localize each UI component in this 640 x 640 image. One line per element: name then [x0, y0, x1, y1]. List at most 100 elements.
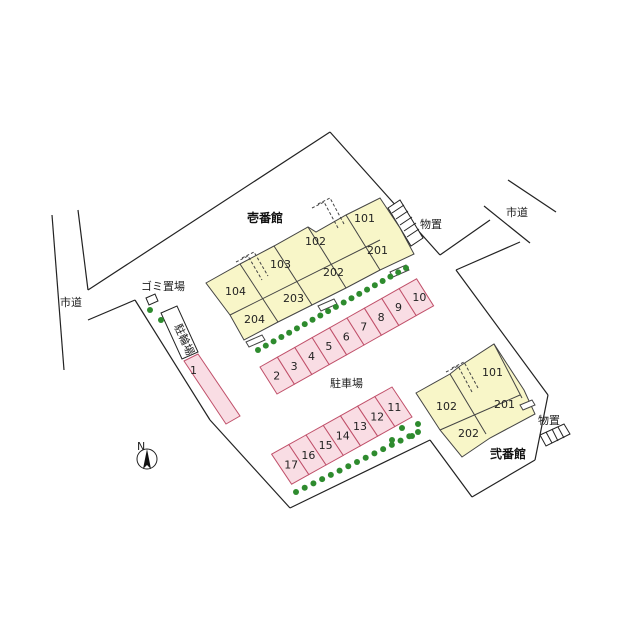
- parking-stall-shape: [270, 443, 310, 485]
- tree-icon: [348, 295, 355, 302]
- tree-icon: [395, 269, 402, 276]
- unit-b1-202: 202: [323, 266, 344, 279]
- tree-icon: [301, 484, 308, 491]
- tree-icon: [387, 273, 394, 280]
- parking-stall-number: 12: [370, 410, 384, 423]
- parking-stall-number: 15: [319, 439, 333, 452]
- tree-icon: [371, 282, 378, 289]
- tree-icon: [319, 476, 326, 483]
- tree-icon: [332, 303, 339, 310]
- tree-icon: [262, 342, 269, 349]
- unit-b1-204: 204: [244, 313, 265, 326]
- tree-icon: [345, 463, 352, 470]
- tree-icon: [356, 290, 363, 297]
- parking-stall-number: 7: [360, 321, 367, 334]
- parking-stall-number: 14: [336, 430, 350, 443]
- building-1-label: 壱番館: [247, 210, 283, 225]
- tree-icon: [388, 441, 395, 448]
- bicycle-parking: [160, 305, 199, 360]
- storage-shed-2: [539, 423, 571, 447]
- tree-icon: [409, 433, 415, 439]
- parking-stall-number: 13: [353, 420, 367, 433]
- parking-stall-shape: [398, 278, 435, 317]
- parking-stall-number: 4: [308, 350, 315, 363]
- tree-icon: [336, 467, 343, 474]
- storage-2-label: 物置: [538, 413, 560, 427]
- tree-icon: [354, 459, 360, 465]
- tree-icon: [397, 437, 404, 444]
- garbage-label: ゴミ置場: [141, 279, 185, 293]
- tree-icon: [415, 429, 421, 435]
- unit-b2-202: 202: [458, 427, 479, 440]
- unit-b1-104: 104: [225, 285, 246, 298]
- unit-b1-101: 101: [354, 212, 375, 225]
- tree-icon: [389, 437, 395, 443]
- tree-icon: [147, 307, 153, 313]
- north-arrow-icon: N: [136, 440, 158, 470]
- garbage-area: [145, 293, 159, 306]
- parking-stall-number: 2: [273, 370, 280, 383]
- trees: [147, 265, 421, 495]
- tree-icon: [379, 277, 386, 284]
- building-2-label: 弐番館: [490, 446, 526, 461]
- tree-icon: [399, 425, 405, 431]
- storage-shed-1: [387, 199, 424, 247]
- tree-icon: [270, 338, 277, 345]
- tree-icon: [255, 347, 261, 353]
- street-left-label: 市道: [60, 295, 82, 309]
- parking-stall: 17: [270, 443, 310, 485]
- tree-icon: [380, 446, 387, 453]
- parking-stall-number: 8: [378, 311, 385, 324]
- unit-b1-103: 103: [270, 258, 291, 271]
- building-1-units: 101 102 103 104 201 202 203 204: [225, 212, 388, 326]
- tree-icon: [325, 308, 332, 315]
- parking-stall-number: 6: [343, 330, 350, 343]
- tree-icon: [403, 265, 409, 271]
- tree-icon: [371, 450, 378, 457]
- street-right-label: 市道: [506, 205, 528, 219]
- parking-stall-number: 3: [291, 360, 298, 373]
- parking-stall: 13: [339, 405, 379, 447]
- unit-b1-201: 201: [367, 244, 388, 257]
- tree-icon: [340, 299, 347, 306]
- building-2-units: 101 102 201 202: [436, 366, 515, 440]
- parking-label: 駐車場: [330, 376, 363, 390]
- tree-icon: [158, 317, 164, 323]
- tree-icon: [317, 312, 324, 319]
- building-1: [205, 197, 415, 348]
- building-2: [415, 343, 536, 458]
- tree-icon: [364, 286, 371, 293]
- unit-b2-101: 101: [482, 366, 503, 379]
- tree-icon: [327, 471, 334, 478]
- parking-stall: 14: [322, 415, 362, 457]
- parking-stall-number: 5: [325, 340, 332, 353]
- tree-icon: [415, 421, 421, 427]
- tree-icon: [310, 480, 317, 487]
- parking-stall-number: 11: [387, 401, 401, 414]
- parking-stall-number: 10: [412, 291, 426, 304]
- storage-1-label: 物置: [420, 217, 442, 231]
- unit-b2-102: 102: [436, 400, 457, 413]
- parking-stall-number: 16: [301, 449, 315, 462]
- tree-icon: [309, 316, 316, 323]
- unit-b1-203: 203: [283, 292, 304, 305]
- site-boundary: [51, 131, 557, 509]
- tree-icon: [293, 489, 299, 495]
- north-label: N: [137, 440, 145, 453]
- parking-stall-number: 17: [284, 458, 298, 471]
- parking-stall: 10: [398, 278, 435, 317]
- parking-stall-shape: [183, 353, 241, 425]
- tree-icon: [293, 325, 300, 332]
- parking-stall-number: 1: [190, 364, 197, 377]
- unit-b2-201: 201: [494, 398, 515, 411]
- tree-icon: [286, 329, 293, 336]
- tree-icon: [301, 321, 308, 328]
- stair-notches: [235, 197, 345, 281]
- parking-stall-number: 9: [395, 301, 402, 314]
- tree-icon: [278, 334, 285, 341]
- unit-b1-102: 102: [305, 235, 326, 248]
- tree-icon: [362, 454, 369, 461]
- parking-stall: 1: [183, 353, 241, 425]
